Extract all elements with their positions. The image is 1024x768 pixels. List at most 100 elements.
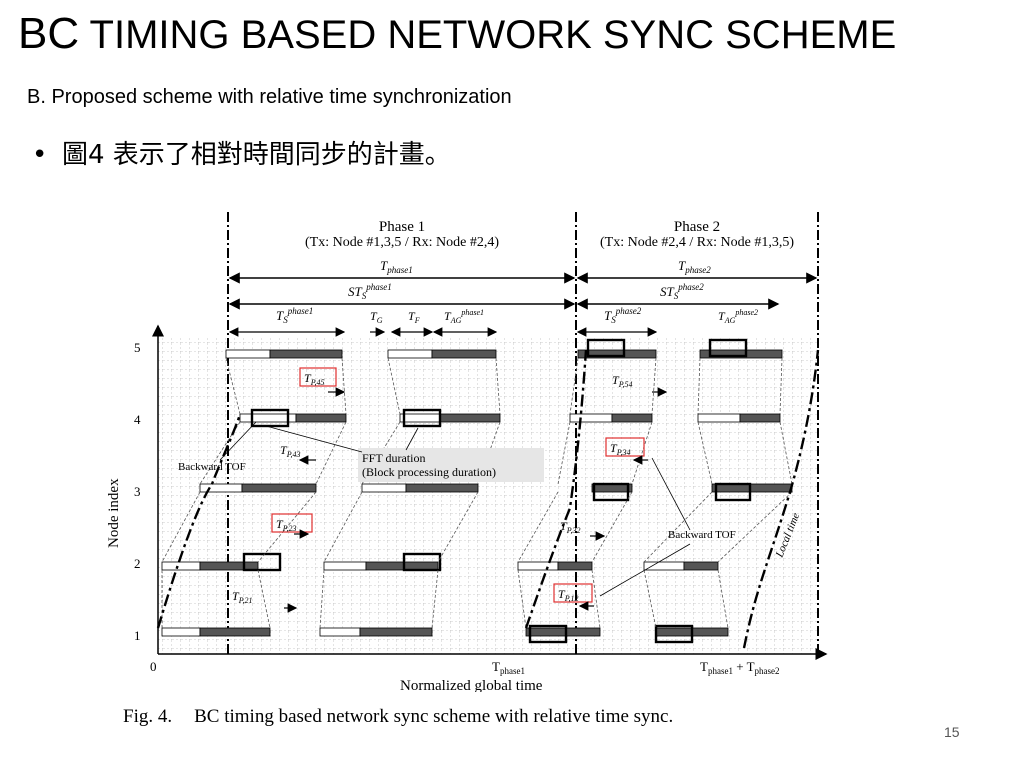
block-n5-f [699, 349, 783, 359]
bullet-item: • 圖4 表示了相對時間同步的計畫。 [32, 138, 451, 172]
block-n3-f [711, 483, 793, 493]
block-n4-b [295, 413, 347, 423]
y-tick-3: 3 [134, 484, 141, 499]
y-tick-5: 5 [134, 340, 141, 355]
block-n1-e [525, 627, 601, 637]
rx-box-n2-a [242, 552, 282, 572]
y-tick-2: 2 [134, 556, 141, 571]
tp54-label: TP,54 [612, 373, 633, 389]
block-n1-a [161, 627, 201, 637]
block-n3-b [241, 483, 317, 493]
block-n2-c [323, 561, 367, 571]
block-n1-d [359, 627, 433, 637]
tp21-label: TP,21 [232, 589, 253, 605]
slide-title: BC TIMING BASED NETWORK SYNC SCHEME [18, 8, 896, 61]
st-phase2-label: STSphase2 [660, 282, 704, 301]
phase2-desc: (Tx: Node #2,4 / Rx: Node #1,3,5) [600, 235, 794, 250]
rx-box-n3-a [592, 482, 630, 502]
block-n2-b [199, 561, 259, 571]
block-n4-e [569, 413, 613, 423]
x-axis-label: Normalized global time [400, 678, 543, 692]
block-n2-e [517, 561, 559, 571]
tp12-label: TP,12 [558, 587, 579, 603]
block-n1-c [319, 627, 361, 637]
block-n2-f [557, 561, 593, 571]
block-n1-b [199, 627, 271, 637]
tf-label: TF [408, 309, 420, 325]
block-n4-h [739, 413, 781, 423]
prop2-3-2 [517, 491, 793, 563]
tag-phase2-label: TAGphase2 [718, 308, 758, 325]
x-origin-label: 0 [150, 659, 157, 674]
block-n3-e [591, 483, 633, 493]
t-phase1-label: Tphase1 [380, 258, 413, 275]
propagation-lines [161, 357, 793, 629]
tg-label: TG [370, 309, 383, 325]
tp34-highlight [605, 437, 645, 457]
prop-4-3 [199, 421, 501, 485]
block-n4-c [399, 413, 441, 423]
phase2-title: Phase 2 [674, 219, 720, 235]
tag-phase1-label: TAGphase1 [444, 308, 484, 325]
timing-diagram-figure: 5 4 3 2 1 Node index 0 Tphase1 Tphase1 +… [100, 208, 836, 694]
ts-phase1-label: TSphase1 [276, 306, 313, 325]
block-n4-f [611, 413, 653, 423]
bullet-text: 圖4 表示了相對時間同步的計畫。 [62, 140, 451, 170]
fft-pointer-2 [405, 427, 419, 451]
phase1-desc: (Tx: Node #1,3,5 / Rx: Node #2,4) [305, 235, 499, 250]
local-time-curve-3 [742, 349, 820, 649]
prop-delay-labels: TP,45 TP,43 TP,23 TP,21 TP,54 TP,34 TP,3… [232, 367, 645, 605]
fft-annotation-bg [358, 448, 544, 482]
tof-pointer-1 [219, 421, 257, 461]
block-n2-d [365, 561, 439, 571]
local-time-curves [156, 349, 820, 649]
backward-tof-label-1: Backward TOF [178, 461, 246, 473]
rx-box-n3-b [714, 482, 752, 502]
prop-3-2 [161, 491, 479, 563]
rx-box-n1-a [528, 624, 568, 644]
block-n4-d [439, 413, 501, 423]
rx-box-n4-a [250, 408, 290, 428]
ts-phase2-label: TSphase2 [604, 306, 642, 325]
block-n4-g [697, 413, 741, 423]
block-n5-d [431, 349, 497, 359]
caption-label: Fig. 4. [123, 706, 173, 727]
rx-box-n2-b [402, 552, 442, 572]
fft-line1: FFT duration [362, 451, 425, 465]
block-n3-c [361, 483, 407, 493]
tp32-label: TP,32 [560, 519, 581, 535]
y-tick-4: 4 [134, 412, 141, 427]
tp12-highlight [553, 583, 593, 603]
caption-text: BC timing based network sync scheme with… [194, 706, 674, 727]
grid-background [158, 336, 818, 654]
title-prefix: BC [18, 9, 80, 58]
figure-caption: Fig. 4. BC timing based network sync sche… [123, 704, 673, 730]
phase1-title: Phase 1 [379, 219, 425, 235]
local-time-curve-2 [524, 349, 588, 629]
tp45-label: TP,45 [304, 371, 325, 387]
backward-tof-label-2: Backward TOF [668, 529, 736, 541]
reception-boxes [242, 338, 752, 644]
fft-line2: (Block processing duration) [362, 465, 496, 479]
prop2-4-3 [557, 421, 793, 485]
node-blocks [161, 349, 793, 637]
rx-box-n5-b [708, 338, 748, 358]
block-n3-a [199, 483, 243, 493]
page-number: 15 [944, 724, 960, 740]
tof-pointer-2 [651, 457, 691, 531]
y-tick-labels: 5 4 3 2 1 [134, 340, 141, 643]
block-n5-e [577, 349, 657, 359]
bullet-marker: • [32, 140, 48, 170]
t-phase2-label: Tphase2 [678, 258, 711, 275]
st-phase1-label: STSphase1 [348, 282, 392, 301]
fft-pointer-1 [265, 425, 363, 453]
delay-arrows [284, 387, 668, 613]
tp23-label: TP,23 [276, 517, 297, 533]
timing-diagram: 5 4 3 2 1 Node index 0 Tphase1 Tphase1 +… [106, 212, 828, 694]
x-sum-label: Tphase1 + Tphase2 [700, 659, 780, 676]
y-axis-label: Node index [106, 478, 122, 548]
tp34-label: TP,34 [610, 441, 631, 457]
block-n5-c [387, 349, 433, 359]
title-rest: TIMING BASED NETWORK SYNC SCHEME [89, 13, 897, 57]
tp43-label: TP,43 [280, 443, 301, 459]
